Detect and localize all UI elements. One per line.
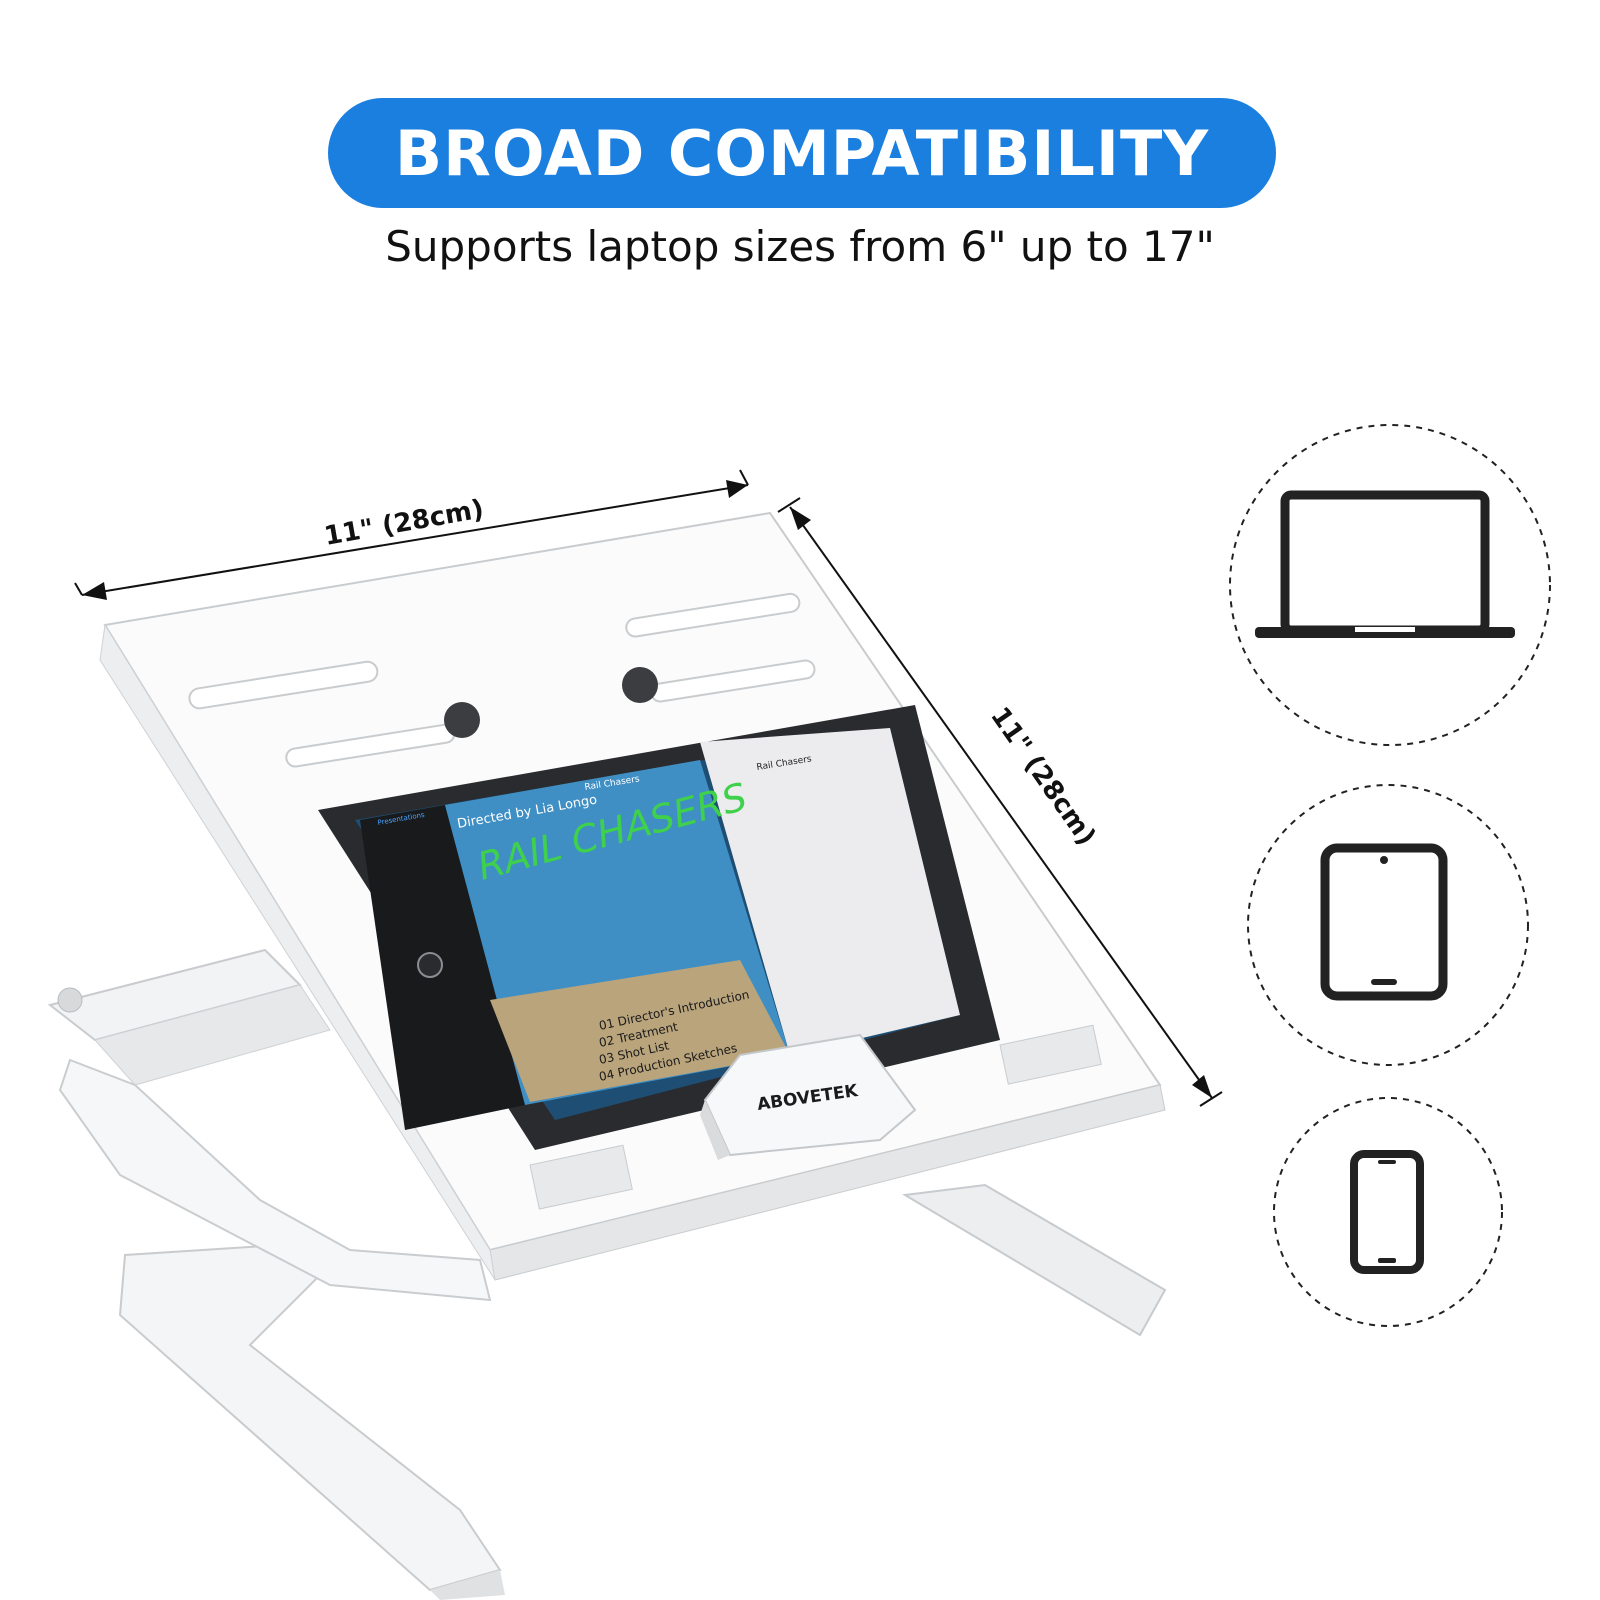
tablet-icon — [1320, 843, 1448, 1001]
tablet-compatibility-badge — [1247, 784, 1529, 1066]
laptop-icon — [1255, 490, 1515, 638]
home-button — [417, 952, 443, 978]
stand-legs — [118, 1183, 1167, 1600]
stand-base — [47, 948, 492, 1302]
tablet-files-panel — [700, 728, 960, 1055]
subtitle: Supports laptop sizes from 6" up to 17" — [385, 222, 1215, 271]
smartphone-icon — [1350, 1150, 1424, 1274]
front-clip: ABOVETEK — [700, 1033, 917, 1160]
tablet-device: Directed by Lia Longo RAIL CHASERS Rail … — [318, 705, 1000, 1150]
banner-title: BROAD COMPATIBILITY — [394, 116, 1210, 190]
phone-compatibility-badge — [1273, 1097, 1503, 1327]
depth-label: 11" (28cm) — [984, 702, 1101, 851]
title-banner: BROAD COMPATIBILITY — [328, 98, 1276, 208]
width-label: 11" (28cm) — [322, 494, 486, 552]
laptop-compatibility-badge — [1229, 424, 1551, 746]
